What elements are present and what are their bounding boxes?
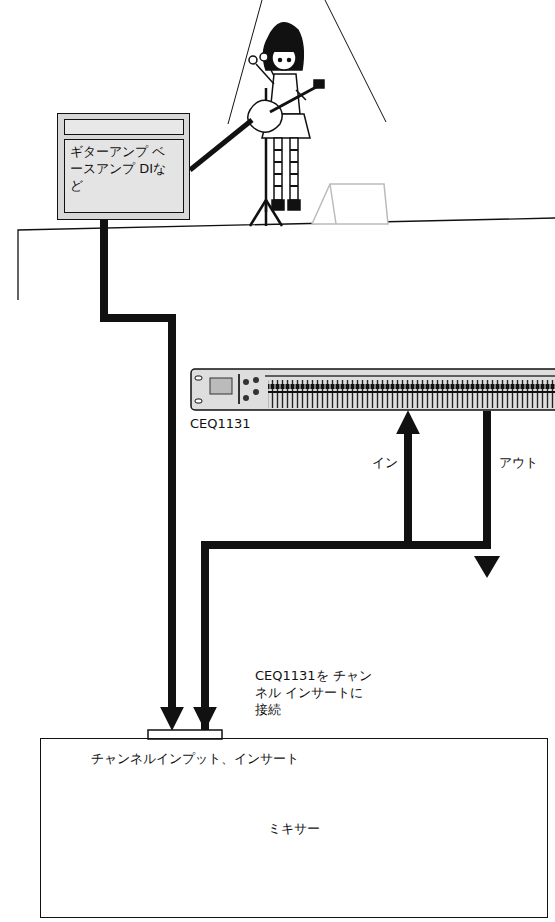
- amp-top-panel: [64, 119, 184, 135]
- amp-label: ギターアンプ ベースアンプ DIなど: [70, 144, 174, 195]
- equalizer-unit: CEQ1131: [190, 368, 555, 411]
- signal-cable: [104, 220, 172, 708]
- signal-cable: [205, 411, 487, 708]
- model-name: CEQ1131: [190, 416, 251, 433]
- amplifier-box: ギターアンプ ベースアンプ DIなど: [57, 113, 190, 220]
- cable-label: イン: [370, 454, 400, 472]
- signal-cable: [205, 433, 408, 730]
- monitor-wedge: [312, 184, 388, 224]
- junction-arrowhead: [474, 556, 500, 578]
- guitar-cable: [190, 120, 252, 170]
- equalizer-front-panel: [190, 368, 555, 411]
- mixer-box: チャンネルインプット、インサートミキサー: [40, 738, 548, 918]
- input-label: チャンネルインプット、インサート: [91, 751, 299, 768]
- performer: [248, 23, 324, 210]
- mixer-name: ミキサー: [41, 821, 547, 838]
- stage-edge: [18, 218, 555, 300]
- connection-note: CEQ1131を チャンネル インサートに接続: [255, 668, 373, 719]
- spotlight-line: [325, 0, 386, 122]
- cable-label: アウト: [497, 454, 540, 472]
- leg-stripes: [274, 150, 298, 186]
